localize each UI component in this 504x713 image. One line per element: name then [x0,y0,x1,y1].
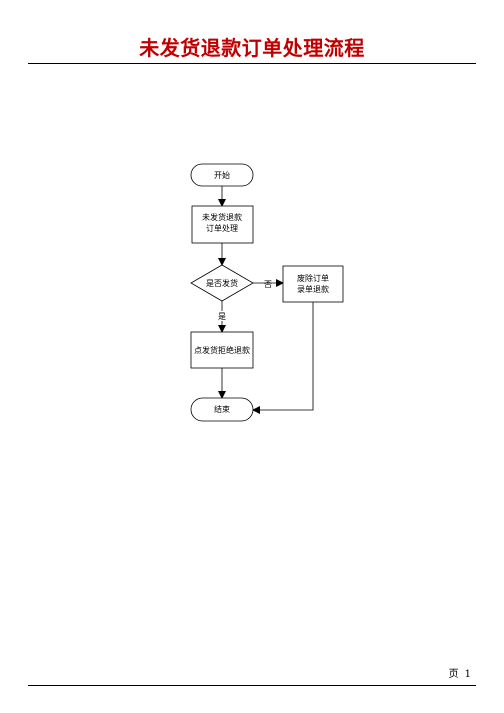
process-cancel-order-line1: 废除订单 [297,273,329,283]
end-label: 结束 [214,404,230,414]
page-title: 未发货退款订单处理流程 [139,36,365,60]
header-rule [28,63,476,64]
yes-label-backdrop [215,311,229,321]
process-refund-order-line1: 未发货退款 [202,212,242,222]
arrow-cancel-to-end [252,302,314,414]
page-label: 页 [448,669,459,680]
page-number: 1 [464,669,471,680]
process-reject-refund-label: 点发货拒绝退款 [194,345,250,355]
process-refund-order [191,205,254,244]
process-refund-order-line2: 订单处理 [206,223,238,233]
start-label: 开始 [214,170,230,180]
process-cancel-order-line2: 录单退款 [297,284,329,294]
yes-branch-label: 是 [218,312,226,321]
decision-shipped-label: 是否发货 [206,278,238,288]
end-terminator [190,397,254,422]
process-cancel-order [282,265,344,303]
no-branch-label: 否 [264,280,272,289]
footer-rule [28,685,476,686]
